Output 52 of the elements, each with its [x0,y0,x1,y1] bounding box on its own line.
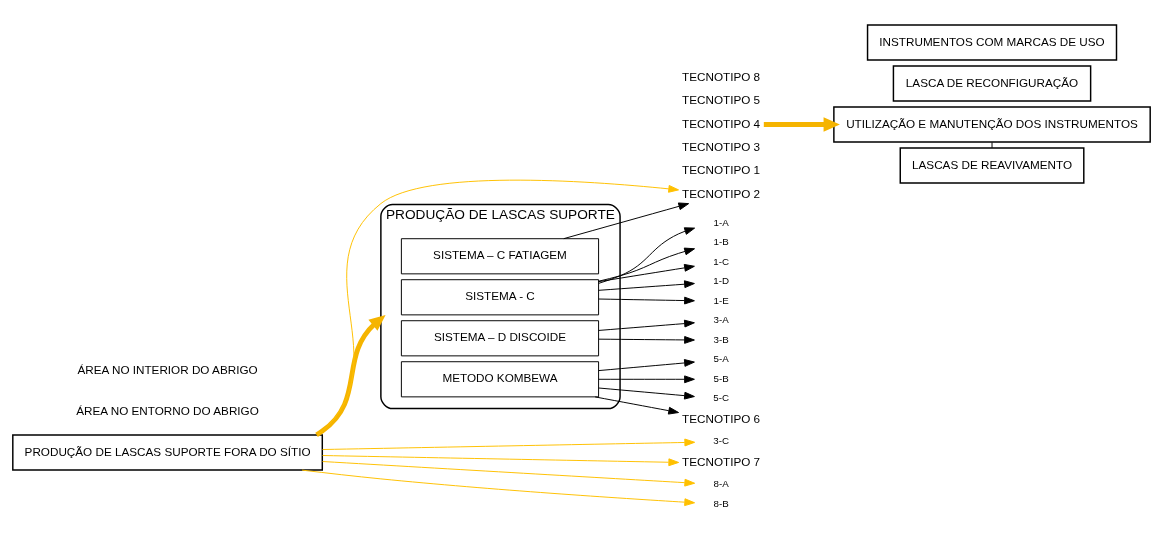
node-text: TECNOTIPO 3 [682,139,761,153]
node-box: UTILIZAÇÃO E MANUTENÇÃO DOS INSTRUMENTOS [833,105,1151,143]
node-box: PRODUÇÃO DE LASCAS SUPORTE FORA DO SÍTIO [12,433,324,471]
node-text: TECNOTIPO 1 [682,162,761,176]
node-text: TECNOTIPO 7 [682,454,761,468]
node-text: 1-A [713,216,729,228]
arrow [598,226,696,284]
arrow [315,314,386,437]
node-text: 5-A [713,352,729,364]
arrow [598,247,696,282]
arrow [598,279,695,291]
arrow [322,460,696,487]
node-text: 3-A [713,313,729,325]
node-text: TECNOTIPO 4 [682,116,761,130]
arrow [598,335,695,344]
arrow [301,469,696,506]
node-text: 8-B [713,497,729,509]
node-text: TECNOTIPO 6 [682,411,761,425]
arrow [598,387,695,400]
node-text: 1-D [713,274,729,286]
arrow [594,395,679,415]
node-box: SISTEMA – C FATIAGEM [400,237,600,274]
node-text: TECNOTIPO 5 [682,92,761,106]
node-text: 5-C [713,391,729,403]
node-box: SISTEMA – D DISCOIDE [400,319,600,356]
connector [991,141,993,148]
node-box: METODO KOMBEWA [400,360,600,397]
node-text: 1-B [713,235,729,247]
arrow [563,201,690,239]
node-text: 8-A [713,477,729,489]
node-box: INSTRUMENTOS COM MARCAS DE USO [866,23,1118,61]
arrow [322,454,680,466]
arrow [598,263,695,282]
node-text: TECNOTIPO 2 [682,186,761,200]
node-text: 3-B [713,333,729,345]
arrow [763,116,840,132]
node-text: 3-C [713,434,729,446]
label: ÁREA NO ENTORNO DO ABRIGO [76,403,259,417]
arrow [598,358,695,371]
arrow [317,179,680,435]
node-box: LASCA DE RECONFIGURAÇÃO [892,64,1092,102]
node-text: 1-E [713,294,729,306]
node-text: TECNOTIPO 8 [682,69,761,83]
node-text: 1-C [713,255,729,267]
arrow [598,296,695,304]
node-text: 5-B [713,372,729,384]
arrow [598,319,695,331]
node-box: SISTEMA - C [400,278,600,315]
arrow [598,374,695,383]
node-box: LASCAS DE REAVIVAMENTO [899,146,1085,184]
arrow [322,438,696,450]
label: ÁREA NO INTERIOR DO ABRIGO [77,362,258,376]
